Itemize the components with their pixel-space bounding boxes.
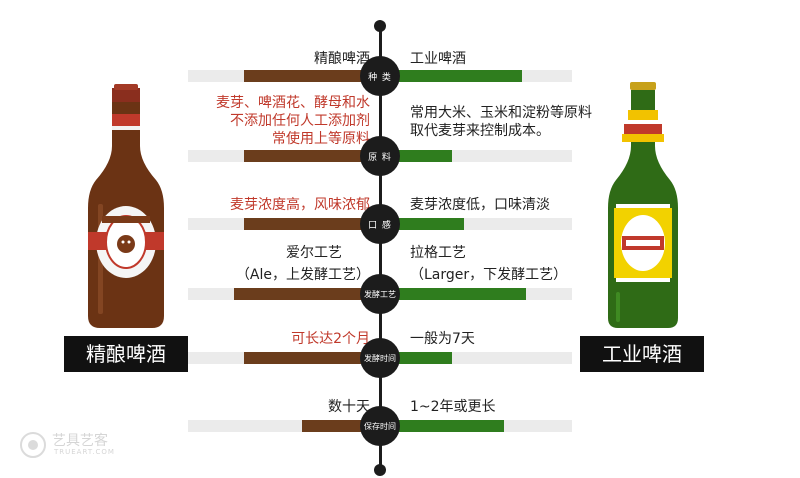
- watermark-logo-icon: [20, 432, 46, 458]
- left-bar: [244, 70, 368, 82]
- craft-beer-tag: 精酿啤酒: [64, 336, 188, 372]
- right-text: 常用大米、玉米和淀粉等原料 取代麦芽来控制成本。: [410, 104, 592, 140]
- left-line: 数十天: [328, 399, 370, 415]
- watermark: 艺具艺客 TRUEART.COM: [18, 430, 114, 464]
- left-bar: [244, 352, 368, 364]
- left-text: 爱尔工艺 （Ale，上发酵工艺）: [236, 244, 370, 284]
- left-text: 精酿啤酒: [314, 50, 370, 68]
- watermark-cn: 艺具艺客: [52, 433, 108, 449]
- right-text: 1~2年或更长: [410, 398, 496, 416]
- left-line: 不添加任何人工添加剂: [230, 113, 370, 129]
- left-text: 麦芽、啤酒花、酵母和水 不添加任何人工添加剂 常使用上等原料: [216, 94, 370, 148]
- right-bar: [392, 420, 504, 432]
- left-line: 可长达2个月: [291, 331, 370, 347]
- right-text: 拉格工艺 （Larger，下发酵工艺）: [410, 244, 567, 284]
- left-line: 麦芽、啤酒花、酵母和水: [216, 95, 370, 111]
- right-line: 麦芽浓度低，口味清淡: [410, 197, 550, 213]
- watermark-en: TRUEART.COM: [54, 448, 115, 456]
- left-bar: [244, 218, 368, 230]
- left-bar: [302, 420, 368, 432]
- axis-top-dot: [374, 20, 386, 32]
- right-bar: [392, 150, 452, 162]
- category-node: 原 料: [360, 136, 400, 176]
- right-line: 1~2年或更长: [410, 399, 496, 415]
- right-bar: [392, 218, 464, 230]
- right-line: 拉格工艺: [410, 245, 466, 261]
- right-line: 常用大米、玉米和淀粉等原料: [410, 105, 592, 121]
- right-bar: [392, 288, 526, 300]
- left-bar: [244, 150, 368, 162]
- left-line: 精酿啤酒: [314, 51, 370, 67]
- center-axis: [379, 26, 382, 472]
- left-line: （Ale，上发酵工艺）: [235, 267, 370, 283]
- right-line: （Larger，下发酵工艺）: [410, 267, 568, 283]
- category-node: 保存时间: [360, 406, 400, 446]
- industrial-beer-bottle-icon: [608, 82, 678, 328]
- category-node: 种 类: [360, 56, 400, 96]
- right-line: 工业啤酒: [410, 51, 466, 67]
- right-bar: [392, 70, 522, 82]
- left-line: 爱尔工艺: [286, 245, 342, 261]
- right-line: 取代麦芽来控制成本。: [410, 123, 550, 139]
- right-bar: [392, 352, 452, 364]
- left-text: 麦芽浓度高，风味浓郁: [230, 196, 370, 214]
- right-text: 麦芽浓度低，口味清淡: [410, 196, 550, 214]
- left-text: 可长达2个月: [291, 330, 370, 348]
- category-node: 发酵工艺: [360, 274, 400, 314]
- left-text: 数十天: [328, 398, 370, 416]
- category-node: 发酵时间: [360, 338, 400, 378]
- industrial-beer-tag: 工业啤酒: [580, 336, 704, 372]
- right-text: 工业啤酒: [410, 50, 466, 68]
- right-text: 一般为7天: [410, 330, 475, 348]
- left-line: 常使用上等原料: [272, 131, 370, 147]
- left-line: 麦芽浓度高，风味浓郁: [230, 197, 370, 213]
- axis-bottom-dot: [374, 464, 386, 476]
- craft-beer-bottle-icon: [88, 84, 164, 328]
- category-node: 口 感: [360, 204, 400, 244]
- left-bar: [234, 288, 368, 300]
- right-line: 一般为7天: [410, 331, 475, 347]
